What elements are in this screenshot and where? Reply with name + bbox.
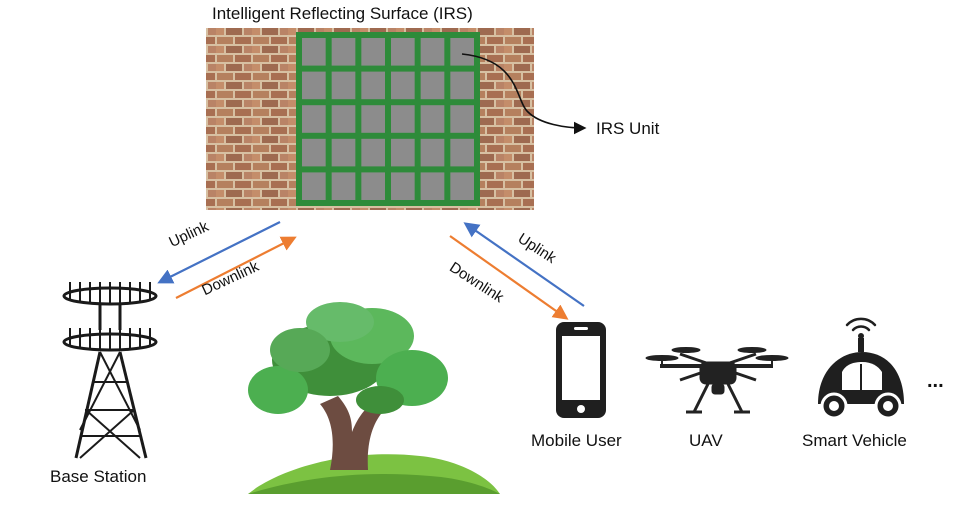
downlink-arrow-right [449,235,569,320]
smartphone-icon [556,322,606,418]
irs-element-cell [361,172,385,200]
irs-cells [302,38,474,200]
tree-icon [248,302,500,494]
irs-element-cell [302,38,326,66]
smart-vehicle-label: Smart Vehicle [802,431,907,450]
mobile-user-label: Mobile User [531,431,622,450]
irs-element-cell [331,105,356,133]
irs-element-cell [391,38,415,66]
uav-label: UAV [689,431,723,450]
base-station-label: Base Station [50,467,147,486]
irs-panel [296,32,480,206]
irs-element-cell [420,71,445,100]
more-devices-ellipsis: ... [927,370,944,392]
irs-element-cell [420,105,445,133]
wifi-signal-icon [845,317,877,339]
irs-unit-label: IRS Unit [596,119,660,138]
downlink-arrow-left [175,236,297,299]
irs-element-cell [331,138,356,167]
irs-element-cell [302,172,326,200]
irs-element-cell [420,172,445,200]
uplink-arrow-left [157,221,281,284]
irs-element-cell [450,71,474,100]
irs-element-cell [450,105,474,133]
irs-element-cell [450,38,474,66]
uplink-arrow-right [463,222,585,307]
irs-element-cell [420,38,445,66]
irs-element-cell [391,138,415,167]
irs-element-cell [391,105,415,133]
irs-element-cell [331,38,356,66]
irs-element-cell [391,172,415,200]
smart-vehicle-icon [818,338,904,420]
irs-element-cell [302,138,326,167]
irs-element-cell [302,71,326,100]
irs-unit-pointer [461,53,587,135]
irs-element-cell [391,71,415,100]
irs-element-cell [302,105,326,133]
irs-element-cell [331,71,356,100]
irs-element-cell [331,172,356,200]
irs-element-cell [361,71,385,100]
base-station-tower-icon [62,282,158,459]
irs-element-cell [420,138,445,167]
irs-element-cell [450,138,474,167]
irs-element-cell [361,138,385,167]
drone-icon [645,347,789,414]
irs-element-cell [450,172,474,200]
diagram-title: Intelligent Reflecting Surface (IRS) [212,4,473,23]
irs-element-cell [361,105,385,133]
irs-element-cell [361,38,385,66]
